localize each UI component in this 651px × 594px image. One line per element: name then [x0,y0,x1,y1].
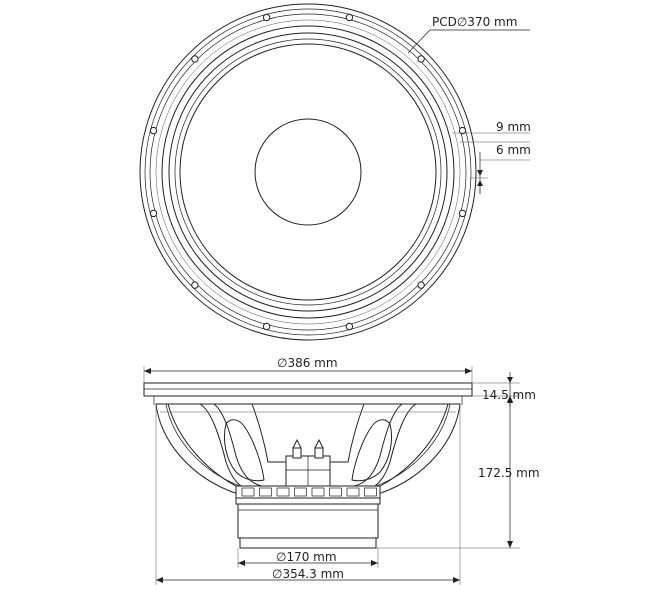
mounting-hole [345,322,354,331]
terminal-left [292,447,302,459]
basket-spoke-right-2 [353,403,403,487]
frame-rim-inner-1 [144,8,472,336]
mounting-hole [262,322,271,331]
bolt-ring-segment [241,487,255,497]
depth-arrow-top [507,396,513,403]
basket-window-left [223,419,265,482]
mounting-holes [149,13,467,331]
bolt-ring-segment [276,487,290,497]
mounting-flange [143,382,473,397]
bolt-ring-segment [346,487,360,497]
dia354-arrow-right [453,577,460,583]
pcd-leader-line [407,29,530,54]
dia170-arrow-right [371,560,378,566]
magnet-top-plate [235,497,381,505]
dia386-label: ∅386 mm [277,356,338,370]
bolt-ring-segment [259,487,272,497]
bolt-ring-segment [294,487,307,497]
depth-arrow-bottom [507,541,513,548]
frame-rim-inner-2 [149,13,467,331]
gasket-ring [161,25,455,319]
slot-length-label: 9 mm [496,120,531,134]
frame-rim-inner-3 [155,19,461,325]
dia386-arrow-left [144,368,151,374]
surround-outer [168,32,448,312]
dia170-label: ∅170 mm [276,550,337,564]
bolt-ring-segment [329,487,342,497]
mounting-hole [149,209,158,218]
mounting-hole [262,13,271,22]
bolt-ring-segments [241,487,377,497]
mounting-hole [191,55,199,63]
dia386-arrow-right [465,368,472,374]
basket-window-center [251,403,365,463]
bolt-ring-segment [311,487,325,497]
basket-spoke-left-outer [167,403,237,487]
mounting-hole [417,55,425,63]
pcd-label: PCD∅370 mm [432,15,517,29]
bolt-ring-segment [364,487,377,497]
side-view: ∅386 mm 14.5 mm 172.5 mm ∅170 mm ∅354.3 … [143,356,540,585]
depth-label: 172.5 mm [478,466,540,480]
dia170-arrow-left [238,560,245,566]
slot-width-label: 6 mm [496,143,531,157]
mounting-hole [191,281,199,289]
terminal-block [285,438,331,487]
mounting-hole [345,13,354,22]
mounting-hole [458,126,467,135]
basket-spoke-left-2 [213,403,263,487]
flange-thickness-label: 14.5 mm [482,388,536,402]
dust-cap [254,118,362,226]
outer-frame-rim [139,3,477,341]
mounting-hole [417,281,425,289]
terminal-right [314,447,324,459]
mounting-hole [149,126,158,135]
slot-width-arrow-bottom [477,180,483,186]
basket-window-right [351,419,393,482]
mounting-hole [458,209,467,218]
slot-width-arrow-top [477,170,483,176]
surround-inner [174,38,442,306]
dia354-arrow-left [156,577,163,583]
dia354-label: ∅354.3 mm [272,567,344,581]
magnet-back-plate [239,537,377,549]
terminal-right-tip [314,438,324,449]
terminal-left-tip [292,438,302,449]
flange-arrow-top [507,377,513,383]
magnet [237,503,379,539]
basket-spoke-right-outer [379,403,449,487]
front-view: PCD∅370 mm 9 mm 6 mm [139,3,531,341]
cone-edge [179,43,437,301]
